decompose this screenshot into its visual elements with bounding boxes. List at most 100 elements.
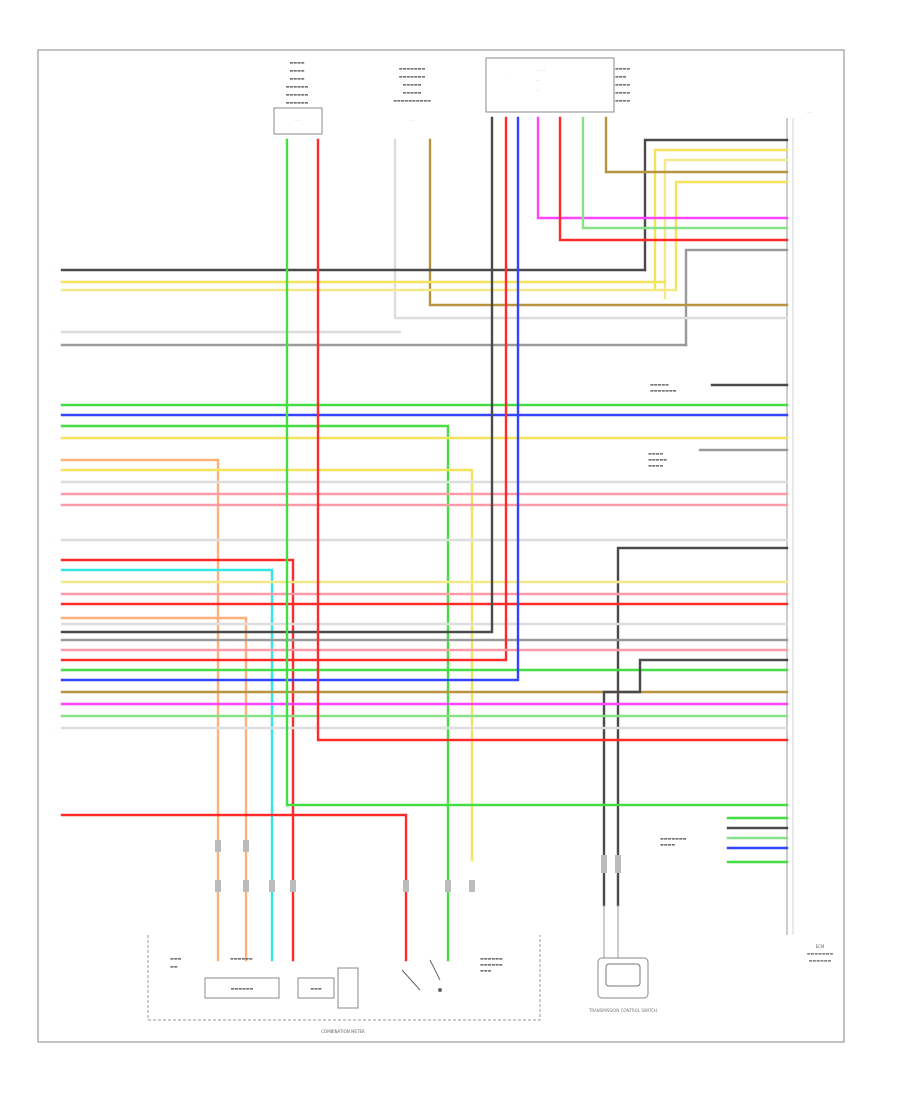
svg-text:·: ·	[50, 459, 51, 463]
svg-text:·: ·	[50, 493, 51, 497]
wires	[60, 116, 789, 962]
right-callouts: ▬▬▬▬▬ ▬▬▬▬▬▬▬ ▬▬▬▬ ▬▬▬▬▬ ▬▬▬▬ ▬▬▬▬▬▬▬ ▬▬…	[648, 382, 687, 847]
svg-text:▬▬▬▬▬▬▬: ▬▬▬▬▬▬▬	[650, 388, 677, 393]
svg-text:·: ·	[50, 593, 51, 597]
svg-text:▬▬▬▬▬▬: ▬▬▬▬▬▬	[286, 92, 309, 97]
svg-text:·: ·	[50, 293, 51, 297]
svg-text:▬▬: ▬▬	[170, 964, 178, 969]
svg-text:▬▬▬▬: ▬▬▬▬	[289, 60, 304, 65]
svg-text:·: ·	[50, 281, 51, 285]
transmission-control-switch: TRANSMISSION CONTROL SWITCH	[588, 905, 657, 1013]
svg-text:▬▬▬▬▬▬▬: ▬▬▬▬▬▬▬	[807, 951, 834, 956]
ecm-label: ECM	[816, 944, 825, 949]
combination-meter: ▬▬▬▬▬▬ ▬▬▬ ▬▬▬ ▬▬ ▬▬▬▬▬▬ ▬▬▬▬▬▬ ▬▬▬▬▬▬ ▬…	[147, 935, 541, 1021]
svg-text:▬▬▬▬▬: ▬▬▬▬▬	[650, 382, 669, 387]
top-right-component: · · · · · · · · · · · ▬▬▬▬ ▬▬▬ ▬▬▬▬ ▬▬▬▬…	[485, 57, 630, 113]
svg-text:·: ·	[50, 814, 51, 818]
wire-yellow-top2	[674, 180, 789, 292]
svg-text:·: ·	[510, 75, 511, 79]
wire-black-transmission	[602, 658, 789, 907]
wire-yellow-top	[653, 148, 789, 292]
wire-red-loop	[60, 558, 295, 962]
svg-text:· · · ·: · · · ·	[806, 111, 813, 115]
svg-text:·: ·	[50, 437, 51, 441]
diagram-frame	[37, 49, 845, 1043]
svg-text:▬▬▬▬▬▬▬▬▬▬: ▬▬▬▬▬▬▬▬▬▬	[393, 98, 431, 103]
wire-red-top	[558, 116, 789, 242]
wire-green-long	[285, 138, 789, 807]
combination-meter-label: COMBINATION METER	[321, 1029, 365, 1034]
svg-text:·: ·	[50, 404, 51, 408]
wire-red-long	[316, 138, 789, 742]
svg-text:·: ·	[50, 269, 51, 273]
svg-text:▬▬▬▬▬▬: ▬▬▬▬▬▬	[480, 956, 503, 961]
svg-text:▬▬▬▬: ▬▬▬▬	[615, 66, 630, 71]
svg-text:▬▬▬▬▬: ▬▬▬▬▬	[648, 457, 667, 462]
wire-cyan-down	[60, 568, 274, 962]
svg-text:▬▬▬: ▬▬▬	[170, 956, 182, 961]
svg-text:·: ·	[50, 344, 51, 348]
wire-orange-down	[60, 458, 220, 962]
wire-black-bus3	[60, 116, 494, 634]
svg-text:▬▬▬▬: ▬▬▬▬	[660, 842, 675, 847]
svg-text:·: ·	[50, 569, 51, 573]
wire-red-meter	[60, 813, 408, 962]
wire-magenta-top	[536, 116, 789, 220]
svg-text:▬▬▬▬: ▬▬▬▬	[648, 451, 663, 456]
top-left-component-2: ▬▬▬▬▬▬▬ ▬▬▬▬▬▬▬ ▬▬▬▬▬ ▬▬▬▬▬ ▬▬▬▬▬▬▬▬▬▬ ·…	[393, 66, 431, 123]
svg-text:▬▬▬▬▬▬▬: ▬▬▬▬▬▬▬	[660, 836, 687, 841]
top-left-component-1: ▬▬▬▬ ▬▬▬▬ ▬▬▬▬ ▬▬▬▬▬▬ ▬▬▬▬▬▬ ▬▬▬▬▬▬ · · …	[273, 60, 323, 135]
svg-text:▬▬▬▬: ▬▬▬▬	[615, 90, 630, 95]
svg-text:▬▬▬▬▬: ▬▬▬▬▬	[403, 82, 422, 87]
transmission-control-switch-label: TRANSMISSION CONTROL SWITCH	[588, 1008, 657, 1013]
wire-yellow-down	[60, 468, 474, 862]
svg-text:·: ·	[50, 715, 51, 719]
svg-text:·: ·	[50, 727, 51, 731]
wire-red-bus4	[60, 116, 508, 662]
wire-tan-top	[604, 116, 789, 174]
wire-green-cross	[60, 424, 450, 962]
svg-text:·: ·	[50, 469, 51, 473]
svg-text:▬▬▬▬▬: ▬▬▬▬▬	[403, 90, 422, 95]
wire-green-top	[581, 116, 789, 230]
svg-text:▬▬▬▬▬▬▬: ▬▬▬▬▬▬▬	[399, 66, 426, 71]
svg-text:▬▬▬▬▬▬▬: ▬▬▬▬▬▬▬	[399, 74, 426, 79]
svg-text:▬▬▬: ▬▬▬	[310, 986, 322, 991]
svg-text:▬▬▬▬: ▬▬▬▬	[615, 82, 630, 87]
svg-text:· · ·: · · ·	[536, 79, 541, 83]
svg-text:· · ·: · · ·	[409, 119, 414, 123]
svg-text:· · · · ·: · · · · ·	[536, 69, 545, 73]
svg-text:·: ·	[50, 481, 51, 485]
svg-text:▬▬▬▬: ▬▬▬▬	[648, 463, 663, 468]
wire-tan-cmp2	[428, 138, 789, 307]
svg-text:·: ·	[50, 631, 51, 635]
wire-white-cmp2	[393, 138, 789, 320]
svg-text:·: ·	[50, 659, 51, 663]
bottom-connector-marks	[215, 840, 621, 892]
svg-text:▬▬▬▬▬▬: ▬▬▬▬▬▬	[480, 962, 503, 967]
svg-text:·: ·	[50, 504, 51, 508]
svg-text:▬▬▬▬: ▬▬▬▬	[615, 98, 630, 103]
svg-text:▬▬▬: ▬▬▬	[480, 968, 492, 973]
svg-text:·: ·	[50, 425, 51, 429]
svg-text:·: ·	[50, 539, 51, 543]
wire-blue-bus4	[60, 116, 520, 682]
svg-text:·: ·	[50, 414, 51, 418]
svg-text:▬▬▬▬▬▬: ▬▬▬▬▬▬	[230, 956, 253, 961]
svg-text:·: ·	[50, 603, 51, 607]
svg-text:▬▬▬▬▬▬: ▬▬▬▬▬▬	[809, 958, 832, 963]
svg-text:· · · ·: · · · ·	[294, 119, 301, 123]
svg-text:·: ·	[50, 691, 51, 695]
left-pin-labels: · · · · · · · · · · · · · · · · · · · · · · · · · · ·…	[50, 269, 51, 818]
svg-text:▬▬▬▬▬▬: ▬▬▬▬▬▬	[286, 100, 309, 105]
svg-text:·: ·	[50, 679, 51, 683]
svg-text:· ·: · ·	[536, 89, 539, 93]
svg-text:·: ·	[50, 649, 51, 653]
wire-black-ecm	[616, 546, 789, 907]
svg-text:·: ·	[50, 703, 51, 707]
ecm-connector: · · · ·	[786, 111, 813, 935]
wire-lightyellow-top	[663, 158, 789, 300]
svg-text:·: ·	[50, 559, 51, 563]
svg-text:·: ·	[50, 331, 51, 335]
